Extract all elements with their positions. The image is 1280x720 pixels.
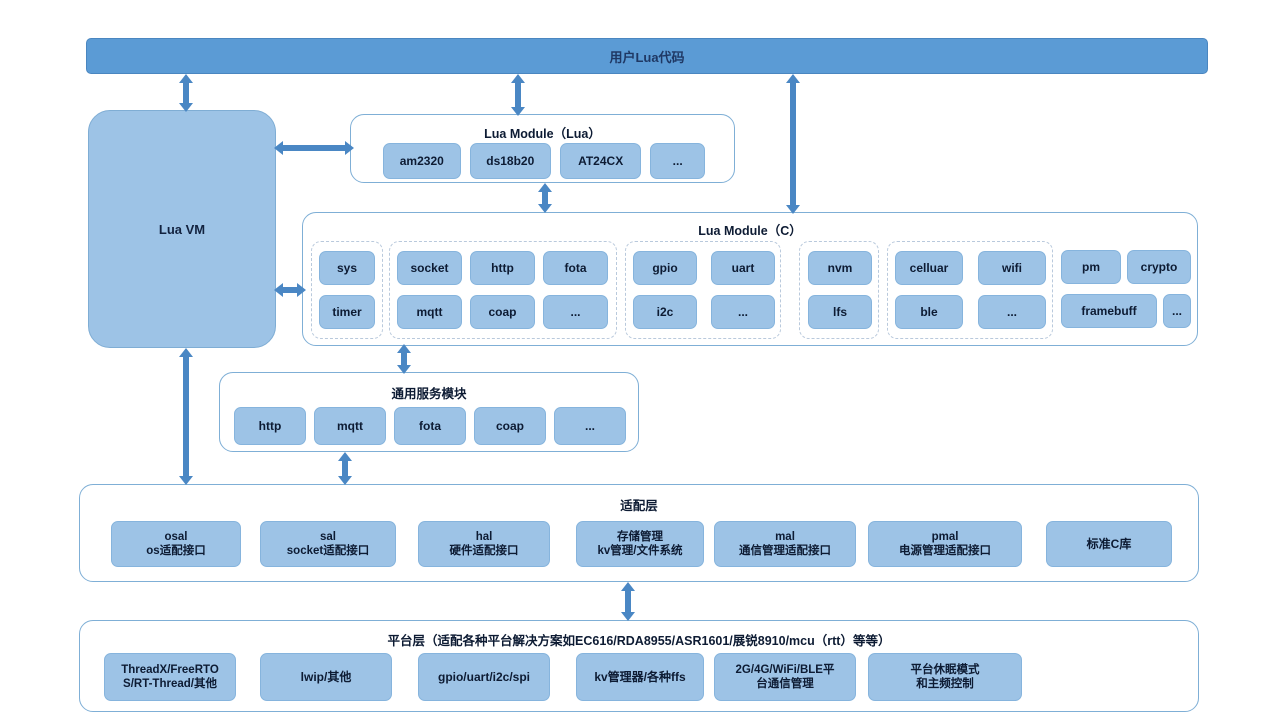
adapt-chip-sal-line2: socket适配接口: [286, 545, 370, 557]
c-chip-nvm[interactable]: nvm: [808, 251, 872, 285]
c-chip-socket[interactable]: socket: [397, 251, 462, 285]
platform-chip-sleep-line1: 平台休眠模式: [910, 663, 980, 676]
c-chip-fota[interactable]: fota: [543, 251, 608, 285]
adapt-chip-hal-line2: 硬件适配接口: [449, 545, 519, 557]
adapt-chip-sal-line1: sal: [320, 530, 336, 543]
c-chip-periph-more[interactable]: ...: [711, 295, 775, 329]
adapt-chip-osal-line1: osal: [164, 530, 188, 543]
adaptation-layer-title: 适配层: [620, 499, 658, 513]
adaptation-layer-panel[interactable]: 适配层 osal os适配接口 sal socket适配接口 hal 硬件适配接…: [79, 484, 1199, 582]
svc-chip-coap[interactable]: coap: [474, 407, 546, 445]
c-chip-coap[interactable]: coap: [470, 295, 535, 329]
lua-chip-at24cx[interactable]: AT24CX: [559, 143, 642, 179]
c-chip-gpio[interactable]: gpio: [633, 251, 697, 285]
adapt-chip-osal-line2: os适配接口: [146, 545, 206, 557]
c-chip-misc-more[interactable]: ...: [1163, 294, 1191, 328]
c-chip-sys[interactable]: sys: [319, 251, 375, 285]
platform-chip-comm-line1: 2G/4G/WiFi/BLE平: [735, 663, 835, 676]
platform-layer-panel[interactable]: 平台层（适配各种平台解决方案如EC616/RDA8955/ASR1601/展锐8…: [79, 620, 1199, 712]
c-chip-framebuff[interactable]: framebuff: [1061, 294, 1157, 328]
common-service-title: 通用服务模块: [391, 387, 467, 401]
lua-chip-more[interactable]: ...: [650, 143, 706, 179]
c-chip-mqtt[interactable]: mqtt: [397, 295, 462, 329]
c-chip-crypto[interactable]: crypto: [1127, 250, 1191, 284]
platform-chip-comm-line2: 台通信管理: [756, 678, 814, 690]
c-chip-pm[interactable]: pm: [1061, 250, 1121, 284]
platform-chip-rtos-line1: ThreadX/FreeRTO: [121, 663, 219, 676]
adapt-chip-std-c-lib[interactable]: 标准C库: [1046, 521, 1172, 567]
adapt-chip-pmal-line1: pmal: [931, 530, 959, 543]
user-lua-code-banner[interactable]: 用户Lua代码: [86, 38, 1208, 74]
adapt-chip-sal[interactable]: sal socket适配接口: [260, 521, 396, 567]
c-chip-net-more[interactable]: ...: [543, 295, 608, 329]
svc-chip-more[interactable]: ...: [554, 407, 626, 445]
arrow-lua-module-lua-to-lua-module-c: [537, 183, 553, 213]
svc-chip-http[interactable]: http: [234, 407, 306, 445]
adapt-chip-mal-line1: mal: [775, 530, 795, 543]
platform-chip-rtos[interactable]: ThreadX/FreeRTO S/RT-Thread/其他: [104, 653, 236, 701]
platform-layer-title: 平台层（适配各种平台解决方案如EC616/RDA8955/ASR1601/展锐8…: [387, 634, 891, 648]
c-chip-http[interactable]: http: [470, 251, 535, 285]
user-lua-code-label: 用户Lua代码: [609, 49, 685, 65]
c-chip-comm-more[interactable]: ...: [978, 295, 1046, 329]
adapt-chip-hal[interactable]: hal 硬件适配接口: [418, 521, 550, 567]
platform-chip-kv[interactable]: kv管理器/各种ffs: [576, 653, 704, 701]
arrow-adaptation-to-platform: [620, 582, 636, 621]
arrow-banner-to-lua-module-c: [785, 74, 801, 214]
lua-module-c-title: Lua Module（C）: [698, 224, 802, 238]
arrow-luavm-to-lua-module-lua: [274, 140, 354, 156]
c-chip-celluar[interactable]: celluar: [895, 251, 963, 285]
lua-c-group-storage: nvm lfs: [799, 241, 879, 339]
arrow-common-service-to-adaptation: [337, 452, 353, 485]
platform-chip-sleep[interactable]: 平台休眠模式 和主频控制: [868, 653, 1022, 701]
adapt-chip-mal[interactable]: mal 通信管理适配接口: [714, 521, 856, 567]
c-chip-i2c[interactable]: i2c: [633, 295, 697, 329]
arrow-banner-to-luavm: [178, 74, 194, 112]
lua-c-group-comm: celluar wifi ble ...: [887, 241, 1053, 339]
lua-c-group-periph: gpio uart i2c ...: [625, 241, 781, 339]
adapt-chip-storage[interactable]: 存储管理 kv管理/文件系统: [576, 521, 704, 567]
lua-module-lua-panel[interactable]: Lua Module（Lua） am2320 ds18b20 AT24CX ..…: [350, 114, 735, 183]
c-chip-timer[interactable]: timer: [319, 295, 375, 329]
platform-chip-comm[interactable]: 2G/4G/WiFi/BLE平 台通信管理: [714, 653, 856, 701]
platform-chip-sleep-line2: 和主频控制: [916, 678, 974, 690]
platform-chip-periph[interactable]: gpio/uart/i2c/spi: [418, 653, 550, 701]
lua-c-group-net: socket http fota mqtt coap ...: [389, 241, 617, 339]
lua-chip-ds18b20[interactable]: ds18b20: [469, 143, 551, 179]
lua-chip-am2320[interactable]: am2320: [383, 143, 461, 179]
arrow-banner-to-lua-module-lua: [510, 74, 526, 116]
common-service-panel[interactable]: 通用服务模块 http mqtt fota coap ...: [219, 372, 639, 452]
adapt-chip-hal-line1: hal: [475, 530, 493, 543]
adapt-chip-mal-line2: 通信管理适配接口: [739, 545, 831, 557]
c-chip-lfs[interactable]: lfs: [808, 295, 872, 329]
lua-module-lua-title: Lua Module（Lua）: [484, 127, 601, 141]
adapt-chip-storage-line2: kv管理/文件系统: [597, 545, 683, 557]
arrow-luavm-to-adaptation: [178, 348, 194, 485]
platform-chip-lwip[interactable]: lwip/其他: [260, 653, 392, 701]
platform-chip-rtos-line2: S/RT-Thread/其他: [123, 678, 217, 690]
c-chip-wifi[interactable]: wifi: [978, 251, 1046, 285]
adapt-chip-osal[interactable]: osal os适配接口: [111, 521, 241, 567]
lua-c-group-core: sys timer: [311, 241, 383, 339]
arrow-lua-module-c-to-common-service: [396, 344, 412, 374]
adapt-chip-pmal-line2: 电源管理适配接口: [899, 545, 991, 557]
lua-vm-box[interactable]: Lua VM: [88, 110, 276, 348]
lua-c-group-misc: pm crypto framebuff ...: [1061, 241, 1191, 339]
lua-vm-label: Lua VM: [158, 221, 206, 237]
c-chip-ble[interactable]: ble: [895, 295, 963, 329]
adapt-chip-storage-line1: 存储管理: [617, 530, 663, 543]
c-chip-uart[interactable]: uart: [711, 251, 775, 285]
adapt-chip-pmal[interactable]: pmal 电源管理适配接口: [868, 521, 1022, 567]
svc-chip-fota[interactable]: fota: [394, 407, 466, 445]
svc-chip-mqtt[interactable]: mqtt: [314, 407, 386, 445]
lua-module-c-panel[interactable]: Lua Module（C） sys timer socket http fota…: [302, 212, 1198, 346]
